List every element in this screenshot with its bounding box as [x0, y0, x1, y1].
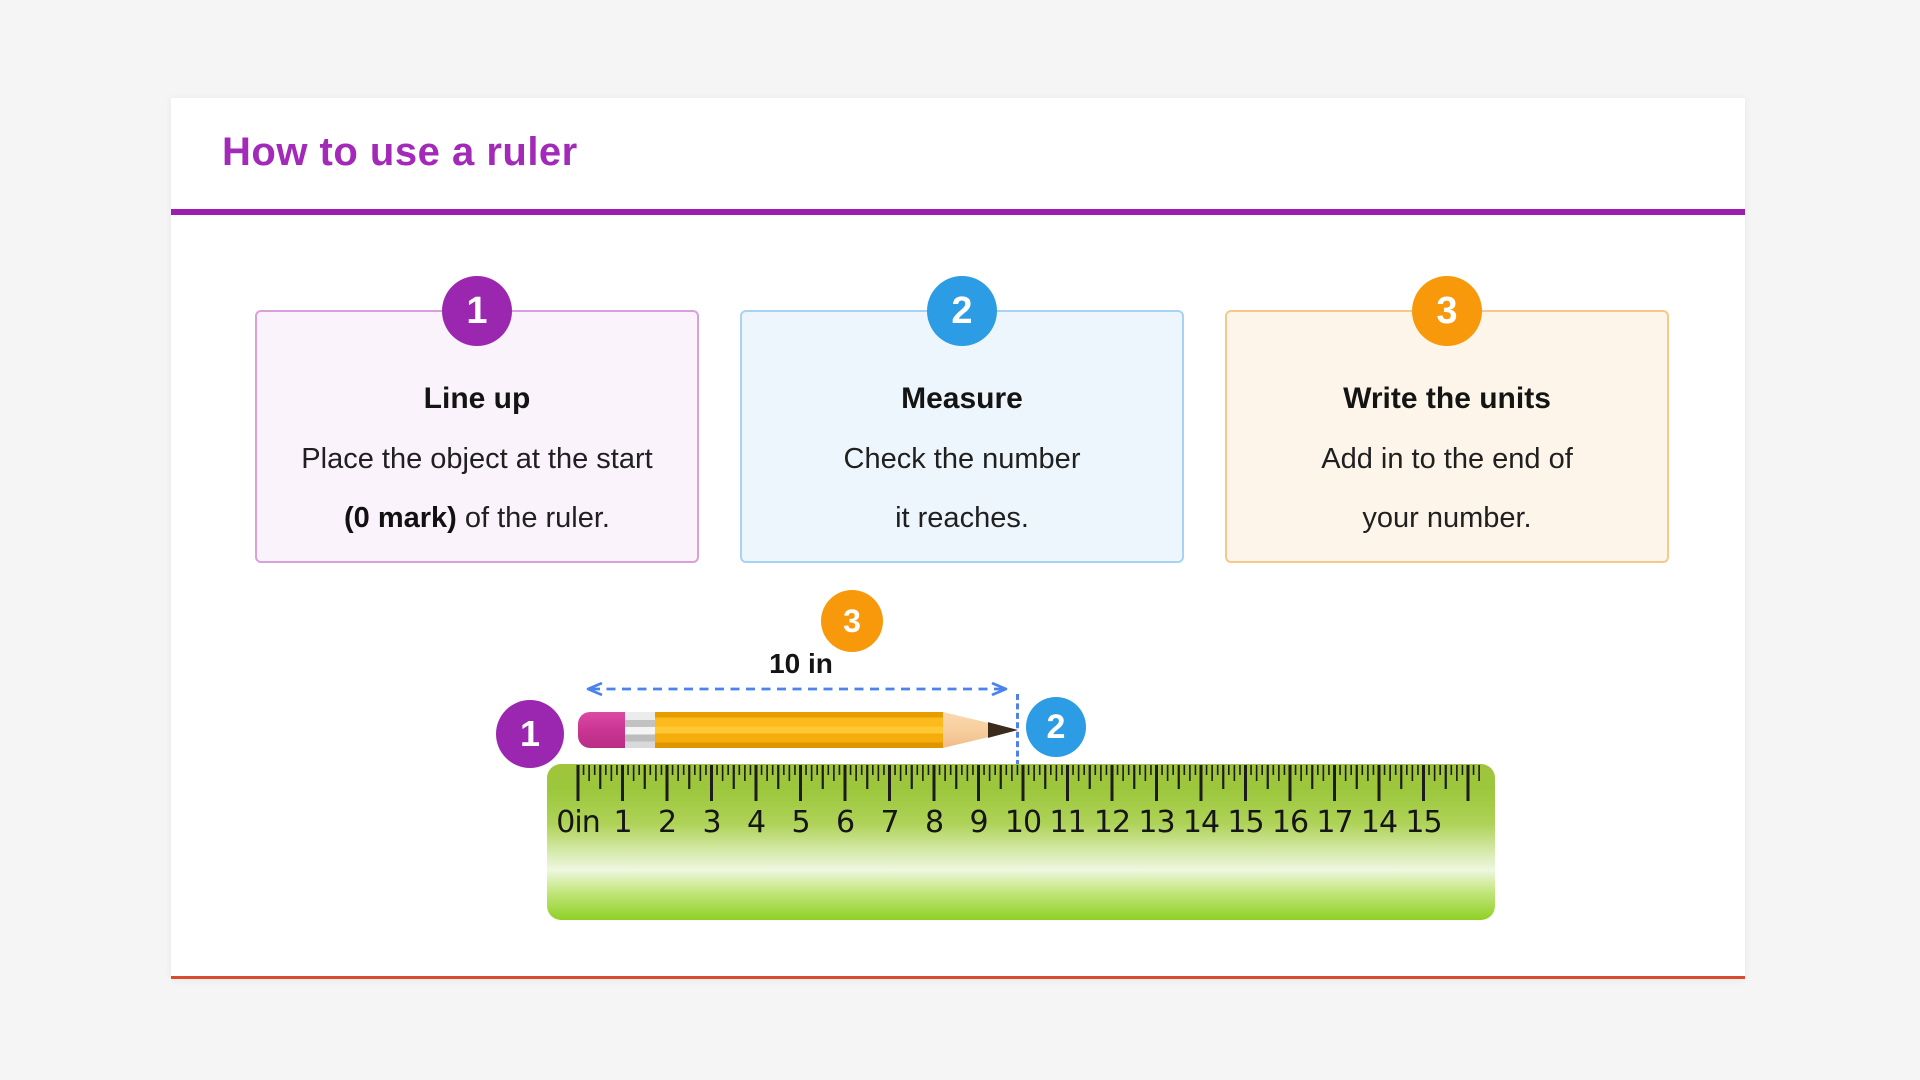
- step-2-text-line-1: Check the number: [843, 443, 1081, 475]
- svg-text:14: 14: [1183, 805, 1219, 840]
- step-2-title: Measure: [901, 382, 1023, 415]
- page-title: How to use a ruler: [222, 130, 578, 174]
- step-1-text-line-1: Place the object at the start: [301, 443, 653, 475]
- step-3-number-badge: 3: [1412, 276, 1482, 346]
- step-3-text-line-2: your number.: [1362, 502, 1532, 534]
- pencil-ferrule: [625, 712, 655, 748]
- svg-text:17: 17: [1316, 805, 1352, 840]
- step-card-line-up: 1 Line up Place the object at the start …: [255, 276, 699, 563]
- step-1-text-rest: of the ruler.: [456, 502, 610, 534]
- svg-text:10: 10: [1005, 805, 1041, 840]
- end-step-badge: 2: [1026, 697, 1086, 757]
- svg-text:11: 11: [1049, 805, 1085, 840]
- pencil-body: [655, 712, 943, 748]
- step-2-text-line-2: it reaches.: [895, 502, 1029, 534]
- units-step-badge: 3: [821, 590, 883, 652]
- step-3-title: Write the units: [1343, 382, 1551, 415]
- measurement-label: 10 in: [769, 648, 833, 679]
- steps-row: 1 Line up Place the object at the start …: [255, 276, 1669, 563]
- dimension-arrow-icon: [586, 682, 1008, 696]
- svg-text:1: 1: [613, 805, 631, 840]
- step-card-write-units: 3 Write the units Add in to the end of y…: [1225, 276, 1669, 563]
- step-1-text-line-2: (0 mark) of the ruler.: [257, 489, 697, 548]
- step-2-number-badge: 2: [927, 276, 997, 346]
- svg-text:2: 2: [658, 805, 676, 840]
- svg-text:7: 7: [880, 805, 898, 840]
- svg-text:13: 13: [1138, 805, 1174, 840]
- svg-text:5: 5: [791, 805, 809, 840]
- step-1-number-badge: 1: [442, 276, 512, 346]
- pencil-point: [988, 722, 1018, 738]
- svg-text:16: 16: [1272, 805, 1308, 840]
- start-step-badge: 1: [496, 700, 564, 768]
- pencil-image: [578, 712, 1018, 748]
- step-3-text-line-1: Add in to the end of: [1321, 443, 1573, 475]
- svg-text:0in: 0in: [556, 805, 599, 840]
- svg-text:9: 9: [969, 805, 987, 840]
- svg-text:12: 12: [1094, 805, 1130, 840]
- svg-text:8: 8: [925, 805, 943, 840]
- title-divider: [171, 209, 1745, 215]
- content-panel: How to use a ruler 1 Line up Place the o…: [171, 98, 1745, 979]
- svg-text:15: 15: [1227, 805, 1263, 840]
- step-1-text-bold: (0 mark): [344, 502, 457, 534]
- step-card-measure: 2 Measure Check the number it reaches.: [740, 276, 1184, 563]
- step-1-title: Line up: [423, 382, 531, 415]
- svg-text:14: 14: [1361, 805, 1397, 840]
- svg-text:3: 3: [702, 805, 720, 840]
- svg-text:4: 4: [747, 805, 765, 840]
- svg-text:6: 6: [836, 805, 854, 840]
- svg-text:15: 15: [1405, 805, 1441, 840]
- pencil-eraser: [578, 712, 625, 748]
